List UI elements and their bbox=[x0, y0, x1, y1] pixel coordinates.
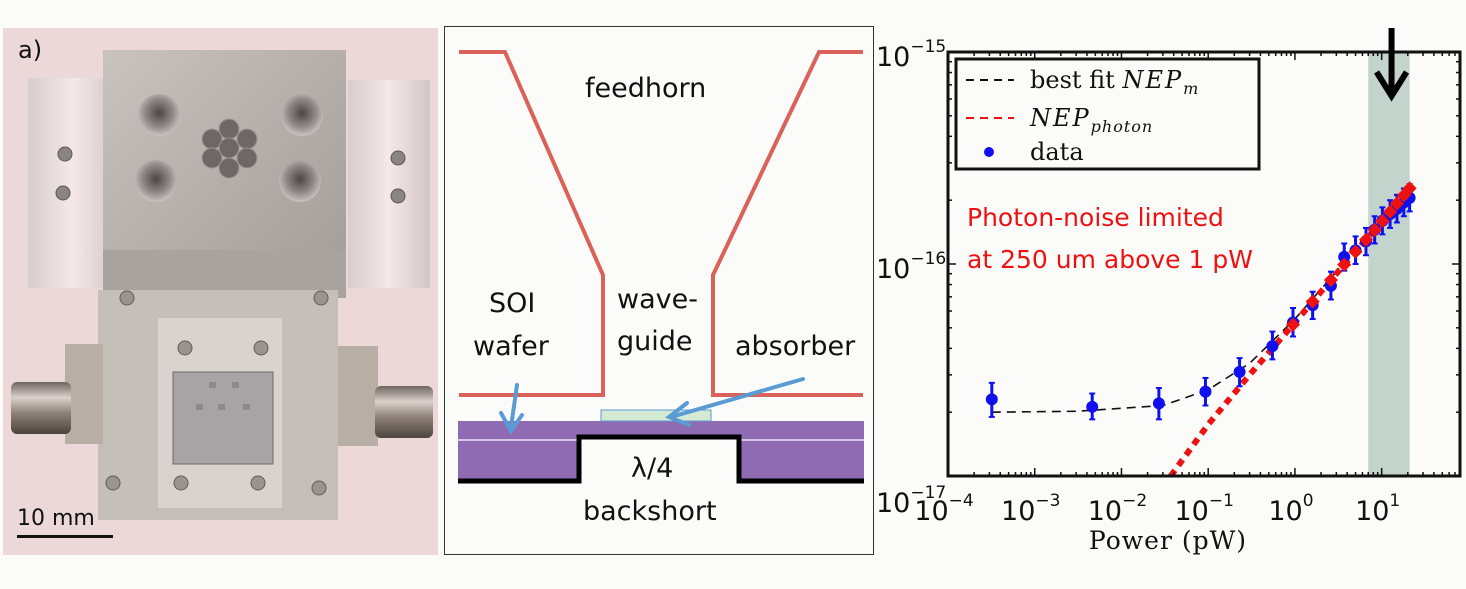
absorber bbox=[600, 409, 712, 422]
label-wafer: wafer bbox=[473, 331, 550, 362]
panel-label-a: a) bbox=[18, 36, 43, 64]
photon-marker bbox=[1348, 244, 1363, 259]
label-backshort: backshort bbox=[583, 496, 717, 527]
data-marker bbox=[1338, 250, 1351, 263]
x-axis-title: Power (pW) bbox=[1089, 526, 1247, 555]
legend: best fit NEPm NEPphoton data bbox=[954, 57, 1261, 171]
backshort-cavity bbox=[579, 437, 739, 483]
y-tick-label: 10−17 bbox=[876, 483, 946, 519]
horn-array bbox=[201, 118, 258, 179]
legend-box bbox=[954, 57, 1261, 171]
data-point bbox=[1086, 392, 1099, 421]
label-lambda-quarter: λ/4 bbox=[631, 453, 673, 484]
photon-marker bbox=[1375, 213, 1390, 229]
highlight-arrow bbox=[1374, 28, 1410, 102]
y-tick-label: 10−16 bbox=[876, 249, 946, 285]
series-group bbox=[985, 181, 1417, 476]
right-rail bbox=[348, 80, 430, 288]
data-marker bbox=[1199, 385, 1212, 398]
data-point bbox=[985, 381, 998, 418]
detector-module-photo: a) 10 mm bbox=[3, 28, 438, 555]
annotation-line-2: at 250 um above 1 pW bbox=[967, 245, 1253, 274]
label-absorber: absorber bbox=[735, 331, 856, 362]
photon-marker bbox=[1367, 222, 1382, 237]
module-photo-drawing bbox=[11, 50, 433, 520]
x-tick-label: 100 bbox=[1268, 491, 1313, 527]
x-tick-label: 10−2 bbox=[1088, 491, 1147, 527]
absorber-arrow-shaft bbox=[669, 377, 805, 419]
label-waveguide-2: guide bbox=[617, 326, 693, 357]
y-tick-label: 10−15 bbox=[876, 37, 946, 73]
photon-marker bbox=[1402, 181, 1417, 196]
data-marker bbox=[1266, 340, 1279, 353]
data-point bbox=[1199, 376, 1212, 407]
data-point bbox=[1233, 357, 1246, 388]
feedhorn-wall-left bbox=[459, 50, 605, 397]
highlight-band bbox=[1368, 52, 1410, 476]
x-tick-label: 101 bbox=[1355, 491, 1400, 527]
photon-marker bbox=[1323, 272, 1339, 288]
photon-marker bbox=[1337, 257, 1352, 272]
data-point bbox=[1152, 387, 1165, 421]
legend-label-photon: NEPphoton bbox=[1029, 104, 1153, 136]
chart-svg: 10−4 10−3 10−2 10−1 100 101 10−15 10−16 10−17 Po… bbox=[876, 28, 1462, 555]
nep-vs-power-chart: 10−4 10−3 10−2 10−1 100 101 10−15 10−16 10−17 Po… bbox=[874, 0, 1466, 589]
photon-marker bbox=[1389, 196, 1405, 211]
feedhorn-wall-right bbox=[711, 50, 863, 397]
scale-bar bbox=[17, 535, 113, 538]
photon-marker bbox=[1305, 294, 1320, 309]
x-tick-label: 10−4 bbox=[914, 491, 973, 527]
feedhorn-cross-section-diagram: feedhorn wave- guide SOI wafer absorber … bbox=[444, 26, 874, 555]
absorber-arrow-head bbox=[665, 401, 691, 427]
label-soi: SOI bbox=[489, 288, 535, 319]
data-marker bbox=[985, 393, 998, 406]
annotation-line-1: Photon-noise limited bbox=[967, 203, 1224, 232]
legend-swatch-data bbox=[984, 147, 994, 157]
soi-arrow-head bbox=[499, 411, 524, 435]
x-tick-label: 10−1 bbox=[1174, 491, 1233, 527]
label-waveguide-1: wave- bbox=[617, 284, 698, 315]
data-marker bbox=[1152, 397, 1165, 410]
backshort-outline bbox=[458, 434, 864, 484]
data-marker bbox=[1086, 400, 1099, 413]
data-marker bbox=[1233, 365, 1246, 378]
x-tick-label: 10−3 bbox=[1001, 491, 1060, 527]
scale-bar-label: 10 mm bbox=[17, 506, 95, 531]
legend-label-data: data bbox=[1030, 138, 1084, 166]
soi-arrow-shaft bbox=[509, 383, 519, 429]
label-feedhorn: feedhorn bbox=[585, 73, 706, 104]
detector-chip bbox=[172, 371, 274, 465]
data-point bbox=[1266, 330, 1279, 361]
left-sma-connector bbox=[11, 382, 71, 434]
right-sma-connector bbox=[375, 386, 433, 438]
legend-label-fit: best fit NEPm bbox=[1030, 66, 1199, 98]
